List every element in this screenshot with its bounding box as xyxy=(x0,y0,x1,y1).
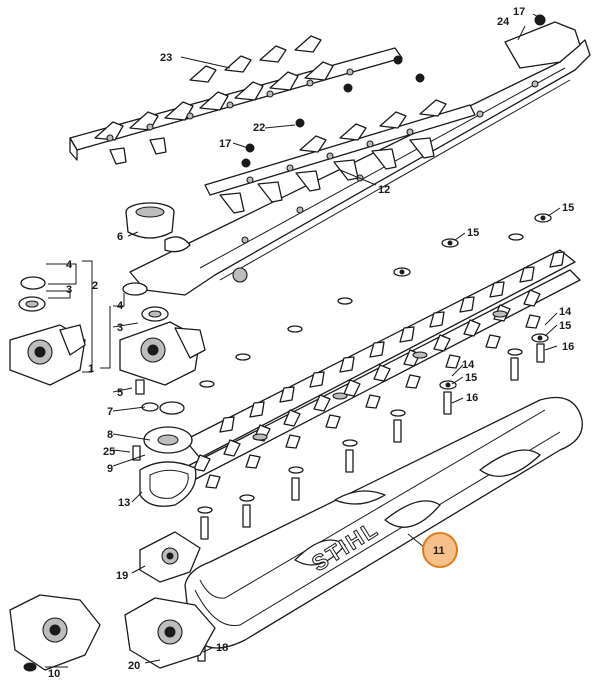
snap-ring-part-4[interactable] xyxy=(20,276,148,296)
callout-4: 4 xyxy=(117,300,124,312)
callout-22: 22 xyxy=(253,122,265,134)
cutter-blade-set[interactable] xyxy=(179,249,581,489)
callout-11: 11 xyxy=(433,545,445,557)
gear-wheel-part-9[interactable] xyxy=(143,426,193,454)
callout-10: 10 xyxy=(48,668,60,680)
washer-part-7[interactable] xyxy=(141,401,185,415)
callout-2: 2 xyxy=(92,280,98,292)
bearing-part-3[interactable] xyxy=(18,296,169,322)
callout-15: 15 xyxy=(465,372,477,384)
upper-blade-part-23[interactable] xyxy=(69,35,403,165)
cap-part-6[interactable] xyxy=(125,202,191,253)
guide-bar-part-12[interactable] xyxy=(129,21,591,296)
callout-16: 16 xyxy=(562,341,574,353)
callout-24: 24 xyxy=(497,16,510,28)
callout-18: 18 xyxy=(216,642,228,654)
callout-23: 23 xyxy=(160,52,172,64)
callout-17: 17 xyxy=(513,6,525,18)
callout-1: 1 xyxy=(88,363,94,375)
callout-15: 15 xyxy=(467,227,479,239)
gear-housing-assembly-part-1[interactable] xyxy=(119,321,206,386)
pin-part-5[interactable] xyxy=(135,379,145,395)
callout-3: 3 xyxy=(117,322,123,334)
callout-14: 14 xyxy=(462,359,475,371)
callout-15: 15 xyxy=(562,202,574,214)
spacer-part-19[interactable] xyxy=(139,531,201,583)
callout-8: 8 xyxy=(107,429,113,441)
callout-9: 9 xyxy=(107,463,113,475)
gasket-part-13[interactable] xyxy=(139,461,197,507)
callout-3: 3 xyxy=(66,284,72,296)
leader-lines xyxy=(45,13,561,668)
callout-5: 5 xyxy=(117,387,123,399)
gear-cover-part-20[interactable] xyxy=(124,597,216,669)
callout-16: 16 xyxy=(466,392,478,404)
nut-part-17[interactable] xyxy=(241,14,546,168)
washer-part-15[interactable] xyxy=(197,213,552,514)
lower-blade-part-22[interactable] xyxy=(204,99,476,214)
callout-6: 6 xyxy=(117,231,123,243)
screw-part-25[interactable] xyxy=(132,445,141,461)
callout-19: 19 xyxy=(116,570,128,582)
callout-14: 14 xyxy=(559,306,572,318)
callout-labels: 23 17 24 22 17 12 6 4 3 2 4 3 1 5 7 8 25… xyxy=(48,6,574,680)
callout-4: 4 xyxy=(66,259,73,271)
callout-17: 17 xyxy=(219,138,231,150)
callout-13: 13 xyxy=(118,497,130,509)
callout-15: 15 xyxy=(559,320,571,332)
gear-housing-part-2[interactable] xyxy=(9,324,86,386)
callout-20: 20 xyxy=(128,660,140,672)
gear-cover-part-10[interactable] xyxy=(9,594,101,672)
callout-7: 7 xyxy=(107,406,113,418)
callout-25: 25 xyxy=(103,446,115,458)
highlight-ring-part-11 xyxy=(422,532,458,568)
callout-12: 12 xyxy=(378,184,390,196)
